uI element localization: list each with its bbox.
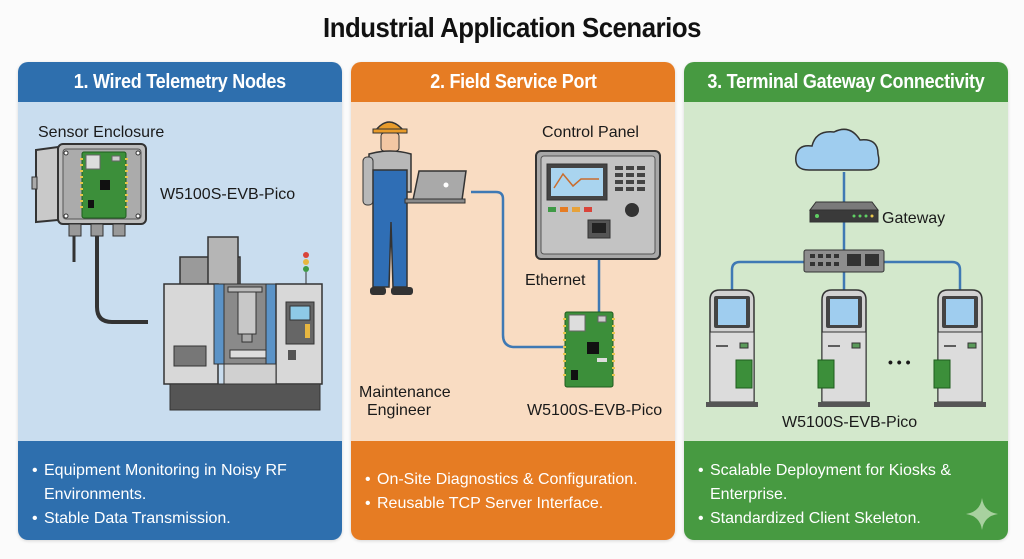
field-service-illustration [362, 121, 661, 388]
label-board: W5100S-EVB-Pico [160, 186, 296, 203]
gateway-illustration [706, 128, 986, 407]
label-sensor-enclosure: Sensor Enclosure [38, 124, 165, 141]
network-links [730, 172, 962, 290]
panel-header-text: 1. Wired Telemetry Nodes [73, 70, 287, 93]
panel-bullets: On-Site Diagnostics & Configuration. Reu… [351, 441, 675, 540]
panel-header: 3. Terminal Gateway Connectivity [684, 62, 1008, 102]
bullet-item: Scalable Deployment for Kiosks & Enterpr… [698, 459, 1008, 507]
panel-header: 1. Wired Telemetry Nodes [18, 62, 342, 102]
label-engineer-line2: Engineer [366, 402, 432, 419]
bullet-item: Equipment Monitoring in Noisy RF Environ… [32, 459, 342, 507]
panel-illustration: Control Panel Ethernet Maintenance Engin… [351, 102, 675, 441]
label-board: W5100S-EVB-Pico [527, 402, 663, 419]
bullet-item: Stable Data Transmission. [32, 507, 342, 531]
panel-header-text: 3. Terminal Gateway Connectivity [707, 70, 985, 93]
label-board: W5100S-EVB-Pico [782, 414, 918, 431]
bullet-item: Standardized Client Skeleton. [698, 507, 1008, 531]
panel-bullets: Equipment Monitoring in Noisy RF Environ… [18, 441, 342, 540]
label-ethernet: Ethernet [525, 272, 586, 289]
kiosk-icon [706, 289, 758, 407]
label-control-panel: Control Panel [542, 124, 639, 141]
kiosk-icon [817, 289, 870, 407]
maintenance-engineer-icon [362, 121, 467, 295]
panel-header-text: 2. Field Service Port [429, 70, 597, 93]
ellipsis-more-kiosks: • • • [888, 354, 911, 370]
panel-field-service: 2. Field Service Port [351, 62, 675, 540]
telemetry-illustration [31, 143, 323, 411]
ethernet-cable [471, 190, 565, 349]
panel-terminal-gateway: 3. Terminal Gateway Connectivity [684, 62, 1008, 540]
enclosure-door-icon [31, 145, 59, 224]
kiosk-icon [933, 289, 986, 407]
cnc-machine-icon [163, 236, 323, 411]
panel-illustration: Gateway • • • W5100S-EVB-Pico [684, 102, 1008, 441]
label-engineer-line1: Maintenance [359, 384, 451, 401]
cloud-icon [795, 128, 880, 171]
bullet-item: Reusable TCP Server Interface. [365, 492, 675, 516]
w5100s-board-icon [80, 151, 128, 219]
page-title: Industrial Application Scenarios [323, 12, 701, 43]
network-switch-icon [803, 249, 885, 273]
label-maintenance-engineer: Maintenance Engineer [359, 384, 451, 420]
cable [95, 228, 148, 324]
panel-bullets: Scalable Deployment for Kiosks & Enterpr… [684, 441, 1008, 540]
bullet-item: On-Site Diagnostics & Configuration. [365, 468, 675, 492]
gateway-router-icon [809, 201, 879, 223]
control-panel-icon [535, 150, 661, 260]
panel-header: 2. Field Service Port [351, 62, 675, 102]
panel-wired-telemetry: 1. Wired Telemetry Nodes [18, 62, 342, 540]
panel-illustration: Sensor Enclosure W5100S-EVB-Pico [18, 102, 342, 441]
label-gateway: Gateway [882, 210, 946, 227]
w5100s-board-icon [563, 311, 615, 388]
sparkle-icon [966, 498, 998, 530]
